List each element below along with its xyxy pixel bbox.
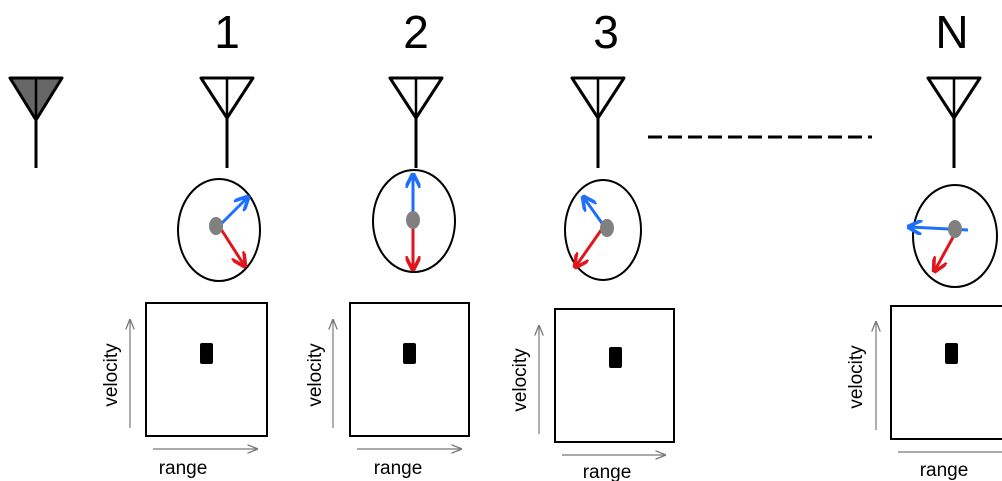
- doppler-circle: [912, 184, 998, 288]
- ylabel: velocity: [846, 345, 867, 409]
- receive-antenna-icon: [570, 76, 626, 168]
- detection-mark: [200, 343, 213, 364]
- range-doppler-map: [145, 302, 268, 437]
- ylabel: velocity: [305, 343, 326, 407]
- range-doppler-map: [554, 308, 675, 443]
- receiver-3: 3 velocity range: [510, 6, 675, 481]
- blue-velocity-arrow: [584, 198, 606, 227]
- target-dot: [209, 217, 223, 235]
- transmit-antenna-icon: [8, 76, 64, 168]
- xlabel: range: [583, 462, 632, 481]
- target-dot: [406, 211, 420, 229]
- receiver-2: 2 velocity range: [305, 6, 470, 479]
- red-velocity-arrow: [576, 225, 606, 266]
- doppler-circle: [372, 169, 456, 273]
- receiver-n: N velocity range: [846, 6, 1002, 481]
- ylabel: velocity: [510, 348, 531, 412]
- doppler-circle: [177, 178, 261, 282]
- xlabel: range: [374, 458, 423, 479]
- receiver-1: 1 velocity range: [101, 6, 268, 479]
- doppler-circle: [564, 179, 642, 281]
- receive-antenna-icon: [926, 76, 982, 168]
- xlabel: range: [920, 460, 969, 481]
- receive-antenna-icon: [388, 76, 444, 168]
- receiver-label: 3: [593, 6, 619, 58]
- receiver-label: N: [935, 6, 968, 58]
- detection-mark: [945, 343, 958, 364]
- target-dot: [948, 220, 962, 238]
- ylabel: velocity: [101, 343, 122, 407]
- xlabel: range: [159, 458, 208, 479]
- blue-velocity-arrow: [217, 198, 247, 228]
- detection-mark: [403, 343, 416, 364]
- detection-mark: [609, 347, 622, 368]
- red-velocity-arrow: [217, 225, 244, 265]
- receiver-label: 2: [403, 6, 429, 58]
- target-dot: [600, 219, 614, 237]
- receive-antenna-icon: [199, 76, 255, 168]
- receiver-label: 1: [214, 6, 240, 58]
- range-doppler-map: [349, 302, 470, 437]
- range-doppler-map: [890, 305, 1002, 440]
